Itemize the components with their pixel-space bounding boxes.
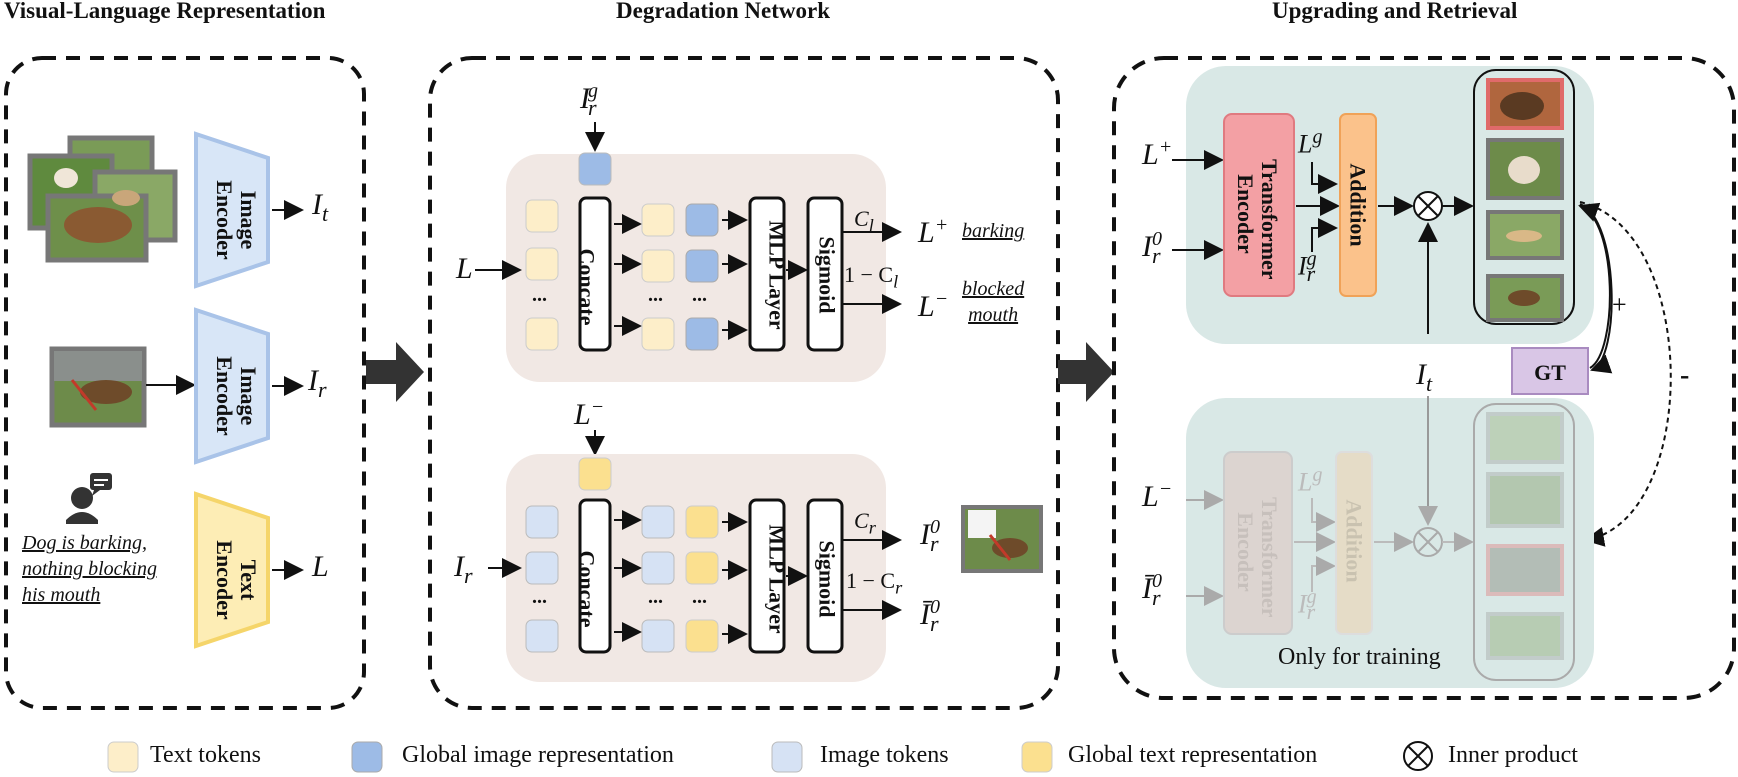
gt-label: GT	[1534, 360, 1566, 385]
title-upgrading: Upgrading and Retrieval	[1272, 0, 1518, 23]
legend-swatch-global-text	[1021, 741, 1053, 773]
legend	[107, 741, 1433, 773]
ellipsis-upper-3: ...	[692, 284, 707, 306]
transformer-label-lower: Transformer Encoder	[1233, 497, 1282, 618]
sigmoid-box-upper	[806, 196, 844, 352]
mlp-box-upper	[748, 196, 786, 352]
barking-note: barking	[962, 220, 1025, 242]
mlp-box-lower	[748, 498, 786, 654]
ellipsis-upper-1: ...	[532, 284, 547, 306]
ellipsis-lower-1: ...	[532, 586, 547, 608]
gt-box	[1511, 347, 1589, 395]
only-training-label: Only for training	[1278, 644, 1441, 670]
It-label: It	[312, 188, 329, 226]
sigmoid-label-lower: Sigmoid	[814, 540, 840, 618]
Ir-label-1: Ir	[308, 364, 327, 402]
Lg-label-upper: Lg	[1298, 126, 1323, 159]
addition-label-lower: Addition	[1341, 499, 1367, 583]
legend-swatch-global-image	[351, 741, 383, 773]
mlp-label-upper: MLP Layer	[764, 220, 790, 330]
upgrading-panel	[1112, 56, 1736, 700]
L-label-1: L	[312, 550, 329, 583]
one-minus-Cr-label: 1 − Cr	[846, 568, 903, 598]
person-speech-icon	[66, 473, 112, 524]
retrieval-gallery-lower	[1473, 403, 1575, 681]
dog-photos-stack	[27, 135, 178, 263]
gallery-images-upper	[1486, 78, 1564, 322]
Lplus-output: L+	[918, 214, 949, 249]
Irg-label-upper: Igr	[1298, 248, 1317, 286]
mlp-label-lower: MLP Layer	[764, 524, 790, 634]
title-visual-language: Visual-Language Representation	[4, 0, 326, 23]
transformer-encoder-upper	[1223, 113, 1295, 297]
Cl-label: Cl	[854, 206, 874, 236]
degraded-image	[961, 505, 1043, 573]
concat-tokens-upper	[641, 203, 719, 351]
flow-arrow-1	[366, 342, 424, 402]
legend-label-image-tokens: Image tokens	[820, 742, 949, 768]
sigmoid-box-lower	[806, 498, 844, 654]
legend-inner-product-icon	[1403, 741, 1433, 771]
inner-product-icon-upper	[1413, 191, 1443, 221]
legend-label-inner-product: Inner product	[1448, 742, 1578, 768]
image-encoder-2-label: Image Encoder	[212, 356, 261, 436]
image-tokens-lower	[525, 505, 559, 653]
ellipsis-upper-2: ...	[648, 284, 663, 306]
ellipsis-lower-2: ...	[648, 586, 663, 608]
concate-box-upper	[578, 196, 612, 352]
title-degradation: Degradation Network	[616, 0, 830, 23]
sigmoid-label-upper: Sigmoid	[814, 236, 840, 314]
L-input: L	[456, 252, 473, 285]
image-encoder-1-label: Image Encoder	[212, 180, 261, 260]
concate-label-upper: Concate	[574, 248, 600, 326]
concate-box-lower	[578, 498, 612, 654]
legend-label-text-tokens: Text tokens	[150, 742, 261, 768]
Lminus-output: L−	[918, 288, 949, 323]
Lplus-input-up: L+	[1142, 136, 1173, 171]
addition-box-upper	[1339, 113, 1377, 297]
legend-label-global-text: Global text representation	[1068, 742, 1318, 768]
flow-arrow-2	[1058, 342, 1114, 402]
one-minus-Cl-label: 1 − Cl	[844, 262, 899, 292]
text-encoder-label: Text Encoder	[212, 540, 261, 620]
Ir0-input-up: I0r	[1142, 228, 1162, 268]
Cr-label: Cr	[854, 508, 876, 538]
legend-swatch-image-tokens	[771, 741, 803, 773]
legend-swatch-text-tokens	[107, 741, 139, 773]
ellipsis-lower-3: ...	[692, 586, 707, 608]
legend-label-global-image: Global image representation	[402, 742, 674, 768]
concate-label-lower: Concate	[574, 550, 600, 628]
Ir0-output: I0r	[920, 516, 940, 556]
It-input-up: It	[1416, 358, 1433, 396]
text-tokens-upper	[525, 199, 559, 351]
Irbar0-output: Ī0r	[920, 596, 940, 636]
text-encoder	[194, 491, 270, 649]
image-encoder-2	[194, 307, 270, 465]
addition-box-lower	[1335, 451, 1373, 635]
gallery-images-lower	[1486, 412, 1564, 660]
transformer-encoder-lower	[1223, 451, 1293, 635]
addition-label-upper: Addition	[1345, 163, 1371, 247]
global-text-token-lower	[578, 457, 612, 491]
Irg-input: Igr	[580, 80, 598, 120]
Irg-label-lower: Igr	[1298, 586, 1317, 624]
retrieval-gallery-upper	[1473, 69, 1575, 325]
Lg-label-lower: Lg	[1298, 464, 1323, 497]
minus-sign: -	[1680, 360, 1690, 391]
dog-photo-single	[49, 346, 147, 428]
Lminus-input-up: L−	[1142, 478, 1173, 513]
Irbar0-input-up: Ī0r	[1142, 570, 1162, 610]
visual-language-panel	[4, 56, 366, 710]
global-image-token-upper	[578, 152, 612, 186]
plus-sign: +	[1612, 290, 1627, 319]
transformer-label-upper: Transformer Encoder	[1233, 159, 1282, 280]
Ir-input: Ir	[454, 550, 473, 588]
image-encoder-1	[194, 131, 270, 289]
Lminus-input: L−	[574, 396, 605, 431]
concat-tokens-lower	[641, 505, 719, 653]
